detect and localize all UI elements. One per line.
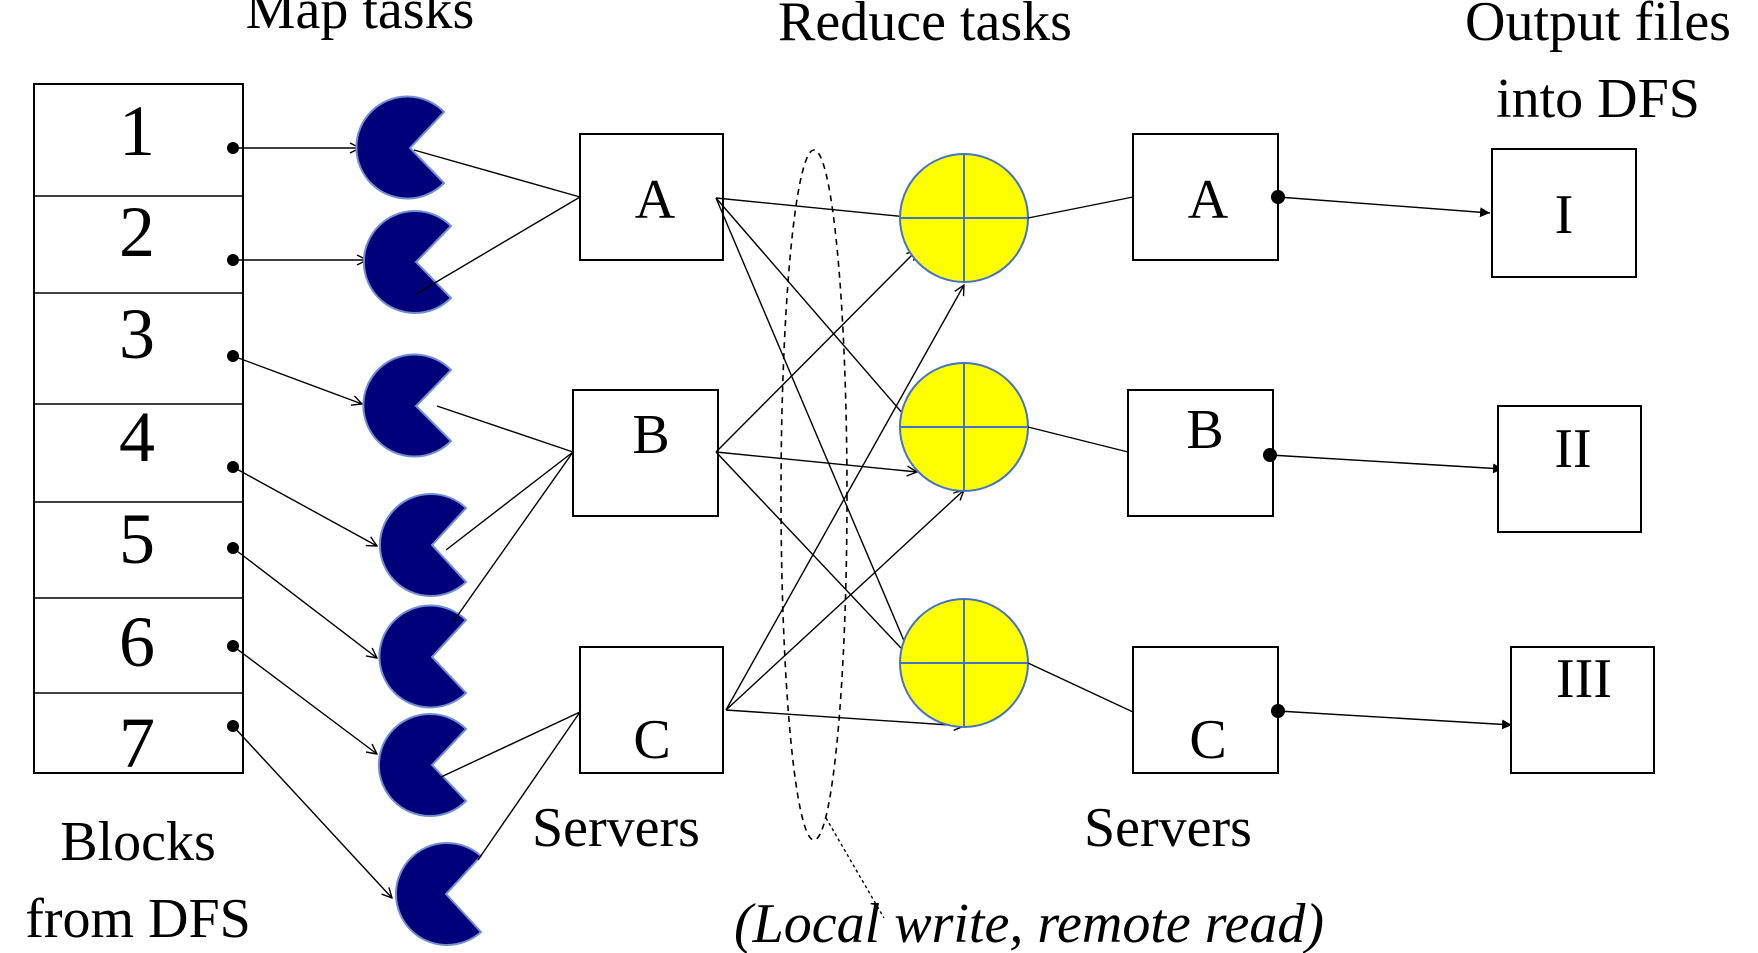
reduce-tasks-heading: Reduce tasks [778, 0, 1072, 53]
output-files: I II III [1491, 148, 1655, 774]
shuffle-note: (Local write, remote read) [734, 893, 1324, 953]
block-3-label: 3 [119, 294, 155, 374]
map-server-a [579, 133, 724, 261]
map-task-3 [362, 353, 453, 458]
output-file-i [1491, 148, 1637, 278]
map-server-a-label: A [635, 169, 676, 231]
blocks-caption-line1: Blocks [60, 811, 216, 873]
reduce-server-c-label: C [1189, 709, 1226, 771]
map-task-7 [394, 842, 483, 946]
dfs-blocks: 1 2 3 4 5 6 7 [33, 83, 244, 783]
reduce-server-c [1132, 646, 1279, 774]
map-task-4 [378, 493, 468, 597]
map-server-c-label: C [633, 709, 670, 771]
map-servers: A B C [572, 133, 724, 774]
map-task-6 [377, 713, 468, 817]
map-tasks [355, 95, 483, 946]
map-to-server-lines [413, 149, 581, 861]
reduce-server-a-label: A [1188, 169, 1229, 231]
output-file-ii-label: II [1554, 418, 1591, 480]
block-5-label: 5 [119, 499, 155, 579]
block-to-map-arrows [227, 142, 392, 898]
shuffle-ellipse [780, 149, 848, 841]
shuffle-arrows [715, 197, 964, 726]
blocks-caption-line2: from DFS [25, 888, 251, 950]
reduce-server-b [1127, 389, 1274, 517]
output-files-heading-line2: into DFS [1496, 68, 1700, 130]
map-task-5 [378, 604, 468, 709]
map-server-b-label: B [632, 404, 669, 466]
reduce-task-2 [899, 362, 1029, 492]
map-task-1 [355, 95, 446, 200]
output-file-iii [1510, 646, 1655, 774]
server-to-output-arrows [1263, 190, 1513, 730]
reduce-tasks [899, 153, 1029, 728]
map-server-c [579, 646, 724, 774]
reduce-task-3 [899, 598, 1029, 728]
reduce-task-1 [899, 153, 1029, 283]
map-servers-caption: Servers [532, 797, 700, 859]
reduce-server-b-label: B [1186, 399, 1223, 461]
block-column [33, 83, 244, 774]
block-4-label: 4 [119, 397, 155, 477]
output-files-heading-line1: Output files [1465, 0, 1731, 53]
block-6-label: 6 [119, 602, 155, 682]
output-file-iii-label: III [1556, 648, 1612, 710]
block-7-label: 7 [119, 703, 155, 783]
reduce-server-a [1132, 133, 1279, 261]
block-2-label: 2 [119, 192, 155, 272]
map-tasks-heading: Map tasks [246, 0, 475, 41]
map-server-b [572, 389, 719, 517]
map-task-2 [362, 210, 453, 314]
shuffle-callout-line [825, 817, 885, 919]
block-1-label: 1 [119, 91, 155, 171]
output-file-ii [1497, 405, 1642, 533]
reducer-to-server-lines [1027, 196, 1134, 713]
output-file-i-label: I [1555, 184, 1574, 246]
reduce-servers-caption: Servers [1084, 797, 1252, 859]
reduce-servers: A B C [1127, 133, 1279, 774]
